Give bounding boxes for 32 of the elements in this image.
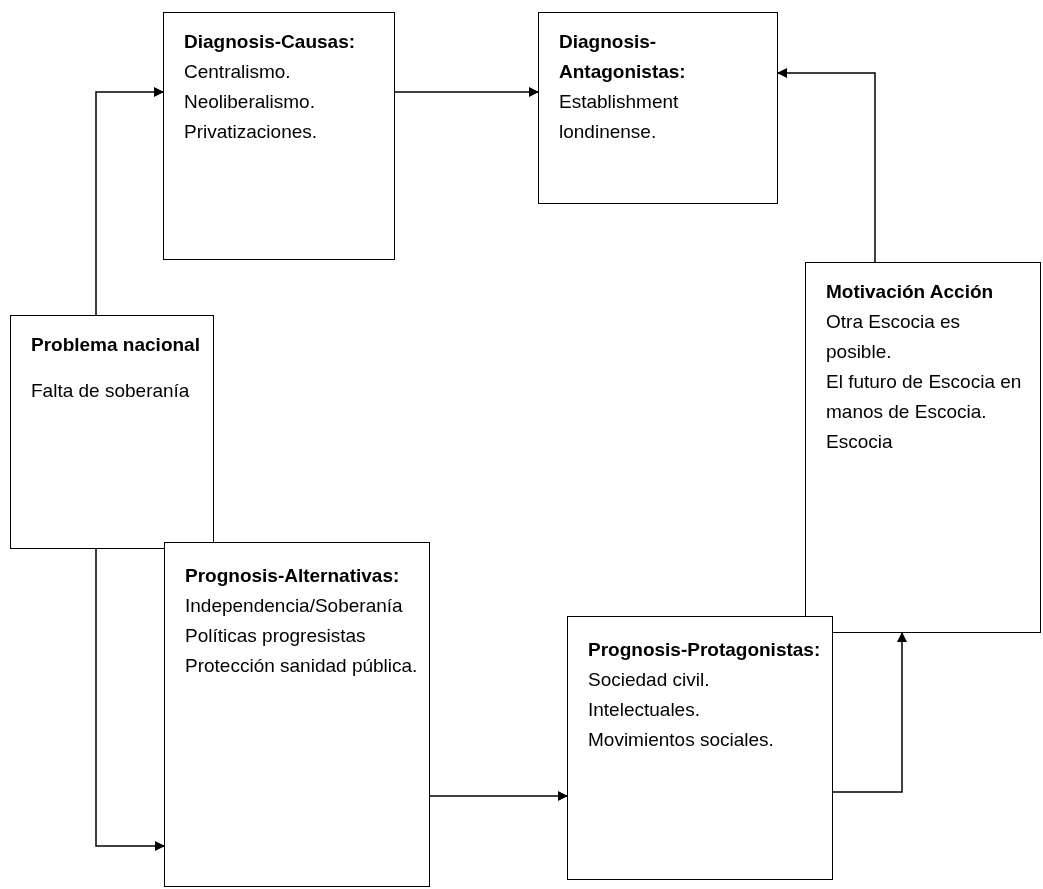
- text-box: [164, 542, 430, 887]
- box-text: Otra Escocia es posible.: [826, 310, 962, 364]
- box-text: Privatizaciones.: [184, 120, 319, 144]
- box-text: Sociedad civil.: [588, 668, 711, 692]
- arrow: [95, 548, 165, 851]
- box-text: Centralismo.: [184, 60, 292, 84]
- box-text: Políticas progresistas: [185, 624, 367, 648]
- box-text: Independencia/Soberanía: [185, 594, 404, 618]
- arrow: [777, 68, 876, 263]
- arrow: [394, 87, 539, 97]
- text-box: [567, 616, 833, 880]
- text-box: [805, 262, 1041, 633]
- arrow: [832, 632, 907, 793]
- box-heading: Prognosis-Alternativas:: [185, 564, 401, 588]
- arrow: [95, 87, 164, 316]
- box-text: Intelectuales.: [588, 698, 701, 722]
- box-heading: Prognosis-Protagonistas:: [588, 638, 822, 662]
- box-heading: Problema nacional: [31, 333, 201, 357]
- box-text: Falta de soberanía: [31, 379, 191, 403]
- box-text: Neoliberalismo.: [184, 90, 316, 114]
- box-text: El futuro de Escocia en manos de Escocia.: [826, 370, 1023, 424]
- arrow: [429, 791, 568, 801]
- text-box: [163, 12, 395, 260]
- box-heading: Diagnosis-Antagonistas:: [559, 30, 687, 84]
- box-text: Movimientos sociales.: [588, 728, 775, 752]
- box-heading: Diagnosis-Causas:: [184, 30, 357, 54]
- text-box: [10, 315, 214, 549]
- text-box: [538, 12, 778, 204]
- box-text: Establishment londinense.: [559, 90, 680, 144]
- box-text: Protección sanidad pública.: [185, 654, 419, 678]
- box-text: Escocia: [826, 430, 894, 454]
- box-heading: Motivación Acción: [826, 280, 995, 304]
